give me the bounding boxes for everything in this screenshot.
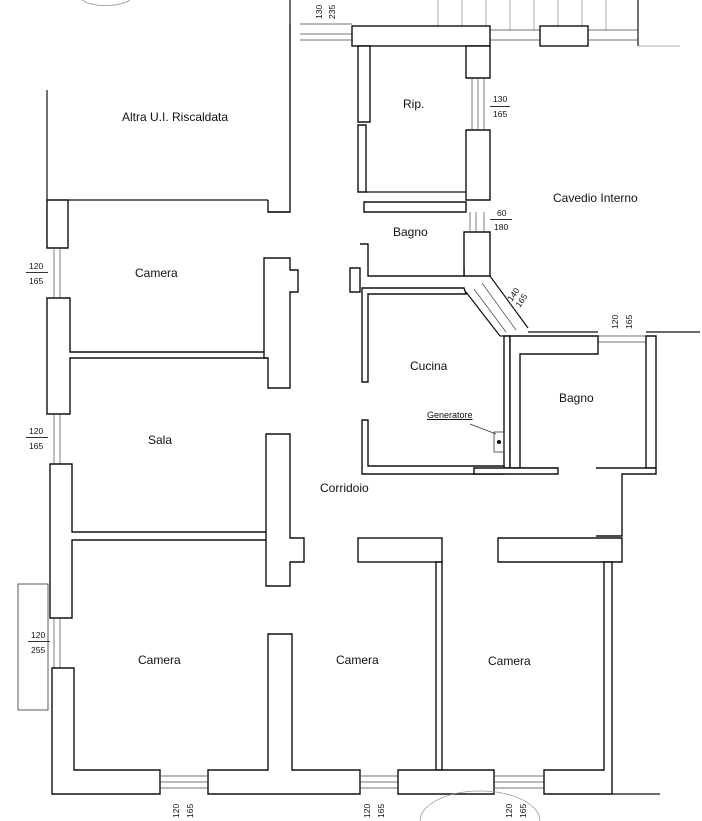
room-camera-4-label: Camera [488,654,531,668]
room-cavedio-label: Cavedio Interno [553,191,638,205]
dim-left2-h: 165 [29,441,44,451]
rip-walls [357,45,491,201]
room-cucina-label: Cucina [410,359,448,373]
camera-1-walls [46,248,299,415]
bottom-stamp-arc [419,790,541,821]
camera-3-4-walls [360,561,660,795]
room-camera-2-label: Camera [138,653,181,667]
room-bagno-top-label: Bagno [393,225,428,239]
room-camera-1-label: Camera [135,266,178,280]
room-rip-label: Rip. [403,97,425,111]
generatore-label: Generatore [427,410,473,420]
dim-left3-w: 120 [31,630,46,640]
dim-left3-rule [28,641,50,642]
room-altra-ui-label: Altra U.I. Riscaldata [122,110,229,124]
dim-left1-h: 165 [29,276,44,286]
room-sala-label: Sala [148,433,173,447]
dim-rip-w: 130 [493,94,508,104]
dim-bottom1-w: 120 [171,803,181,818]
dim-left2-w: 120 [29,426,44,436]
dim-left1-w: 120 [29,261,44,271]
dim-bagno-rule [490,219,512,220]
room-bagno-right-label: Bagno [559,391,594,405]
altra-ui-boundary [46,24,291,249]
dim-rip-rule [490,106,510,107]
dim-bagno-h: 180 [494,222,509,232]
bagno-right-walls [473,331,700,537]
bagno-top-walls [349,201,491,293]
cucina-walls [361,275,529,475]
dim-top-door-h: 235 [327,4,337,19]
dim-top-door-w: 130 [314,4,324,19]
dim-bottom2-h: 165 [376,803,386,818]
dim-bagno2-h: 165 [624,314,634,329]
dim-left3-h: 255 [31,645,46,655]
dim-bagno-w: 60 [497,208,507,218]
dim-bottom3-h: 165 [518,803,528,818]
dim-bottom2-w: 120 [362,803,372,818]
dim-bottom3-w: 120 [504,803,514,818]
dim-bottom1-h: 165 [185,803,195,818]
dim-left2-rule [26,437,48,438]
top-wall [289,0,680,47]
corridoio-walls [357,537,623,771]
top-stamp-arc [81,0,131,6]
sala-walls [49,414,305,619]
dim-bagno2-w: 120 [610,314,620,329]
room-camera-3-label: Camera [336,653,379,667]
room-corridoio-label: Corridoio [320,481,369,495]
camera-2-walls [17,583,361,795]
dim-left1-rule [26,272,48,273]
dim-rip-h: 165 [493,109,508,119]
top-hatching [437,0,607,30]
